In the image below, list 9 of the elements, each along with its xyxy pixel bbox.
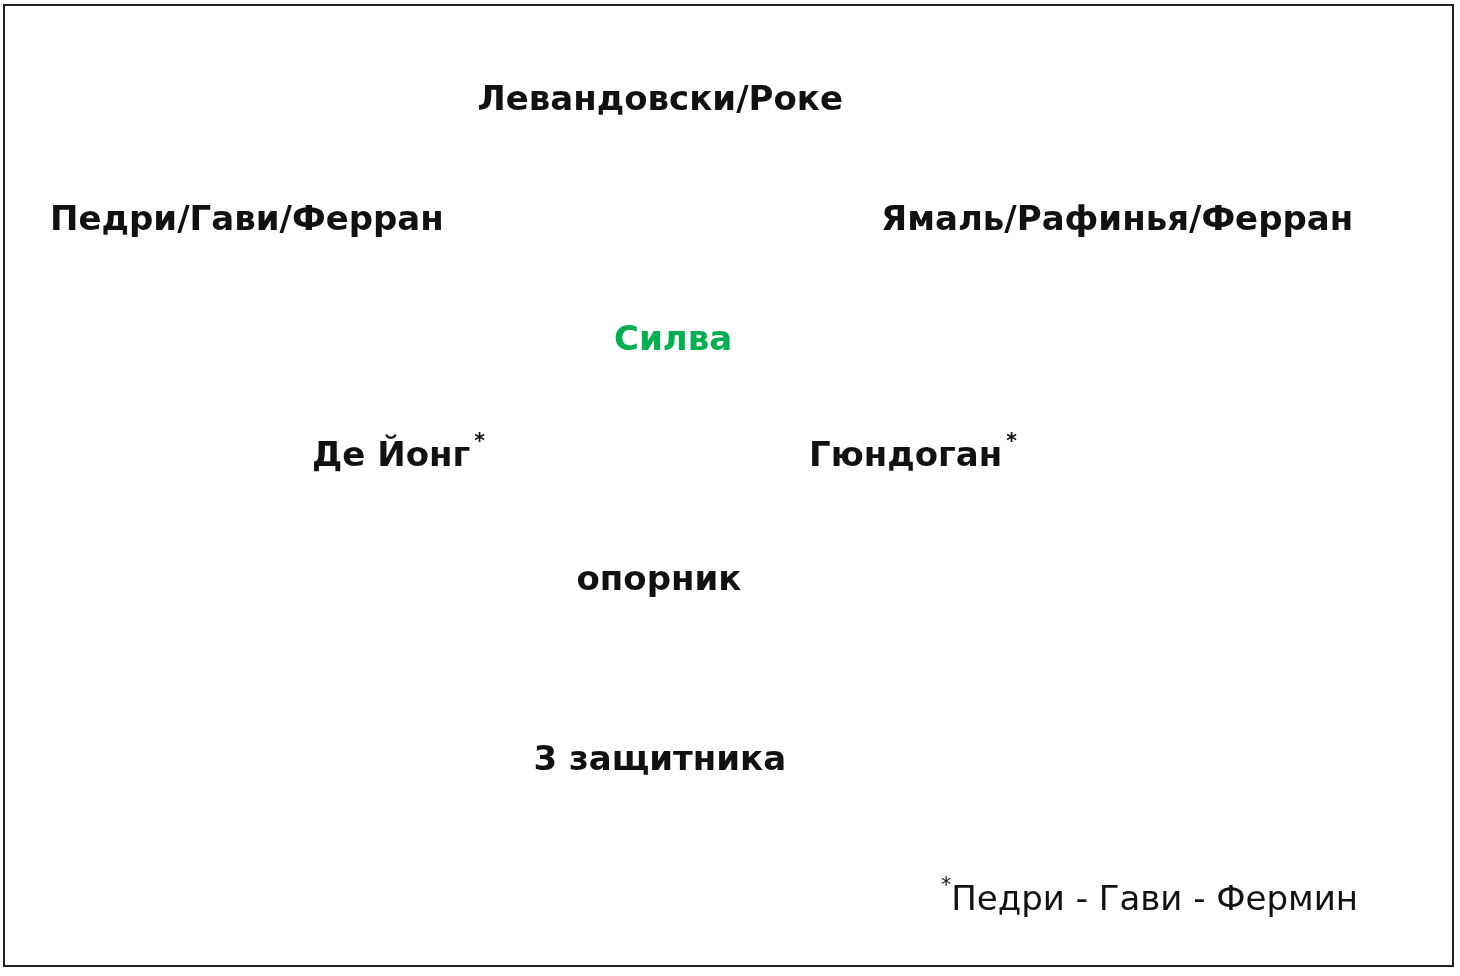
left-wing-position-label: Педри/Гави/Ферран: [50, 197, 444, 239]
defensive-midfield-label: опорник: [576, 557, 742, 599]
midfield-position-label: Де Йонг$^{*}$: [312, 429, 485, 476]
right-wing-position-label: Ямаль/Рафинья/Ферран: [881, 197, 1354, 239]
footnote-text: $^{*}$Педри - Гави - Фермин: [940, 873, 1359, 920]
defense-position-label: 3 защитника: [533, 737, 787, 779]
playmaker-position-label: Силва: [614, 317, 733, 359]
midfield-position-label: Гюндоган$^{*}$: [809, 429, 1017, 476]
forward-position-label: Левандовски/Роке: [477, 77, 843, 119]
